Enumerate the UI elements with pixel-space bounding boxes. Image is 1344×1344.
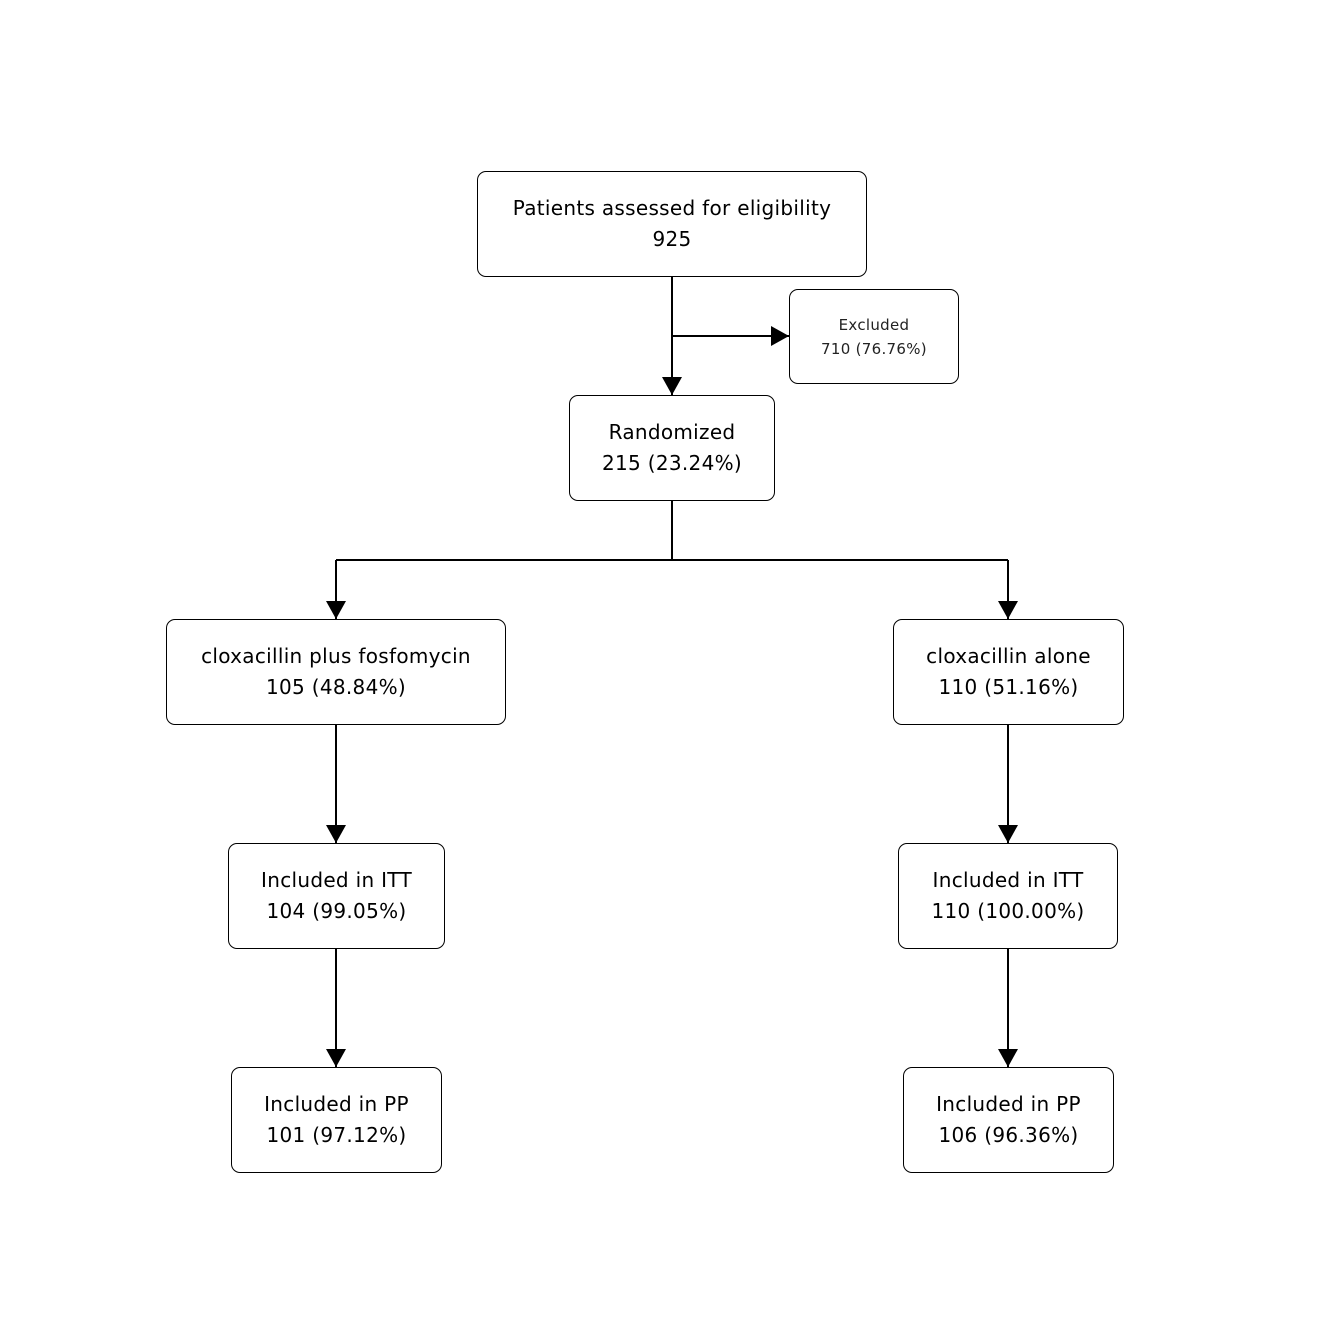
arrowhead-left-itt bbox=[326, 825, 346, 843]
left-arm-itt-box: Included in ITT 104 (99.05%) bbox=[228, 843, 445, 949]
randomized-box: Randomized 215 (23.24%) bbox=[569, 395, 775, 501]
right-arm-pp-box: Included in PP 106 (96.36%) bbox=[903, 1067, 1114, 1173]
excluded-value: 710 (76.76%) bbox=[821, 339, 927, 358]
excluded-label: Excluded bbox=[838, 315, 910, 334]
right-arm-itt-label: Included in ITT bbox=[932, 868, 1084, 892]
assessed-box: Patients assessed for eligibility 925 bbox=[477, 171, 867, 277]
arrowhead-right-pp bbox=[998, 1049, 1018, 1067]
arrowhead-left-arm bbox=[326, 601, 346, 619]
right-arm-itt-box: Included in ITT 110 (100.00%) bbox=[898, 843, 1118, 949]
arrowhead-excluded bbox=[771, 326, 789, 346]
left-arm-allocation-label: cloxacillin plus fosfomycin bbox=[201, 644, 471, 668]
assessed-label: Patients assessed for eligibility bbox=[512, 196, 832, 220]
right-arm-allocation-value: 110 (51.16%) bbox=[938, 675, 1079, 699]
assessed-value: 925 bbox=[652, 227, 692, 251]
left-arm-allocation-value: 105 (48.84%) bbox=[266, 675, 406, 699]
excluded-box: Excluded 710 (76.76%) bbox=[789, 289, 959, 384]
left-arm-itt-label: Included in ITT bbox=[261, 868, 412, 892]
arrowhead-left-pp bbox=[326, 1049, 346, 1067]
right-arm-allocation-box: cloxacillin alone 110 (51.16%) bbox=[893, 619, 1124, 725]
right-arm-pp-value: 106 (96.36%) bbox=[938, 1123, 1079, 1147]
left-arm-allocation-box: cloxacillin plus fosfomycin 105 (48.84%) bbox=[166, 619, 506, 725]
randomized-label: Randomized bbox=[608, 420, 736, 444]
arrowhead-randomized bbox=[662, 377, 682, 395]
left-arm-itt-value: 104 (99.05%) bbox=[266, 899, 407, 923]
left-arm-pp-label: Included in PP bbox=[264, 1092, 409, 1116]
arrowhead-right-itt bbox=[998, 825, 1018, 843]
right-arm-pp-label: Included in PP bbox=[936, 1092, 1081, 1116]
left-arm-pp-box: Included in PP 101 (97.12%) bbox=[231, 1067, 442, 1173]
arrowhead-right-arm bbox=[998, 601, 1018, 619]
right-arm-itt-value: 110 (100.00%) bbox=[931, 899, 1085, 923]
left-arm-pp-value: 101 (97.12%) bbox=[266, 1123, 407, 1147]
right-arm-allocation-label: cloxacillin alone bbox=[926, 644, 1091, 668]
randomized-value: 215 (23.24%) bbox=[602, 451, 742, 475]
